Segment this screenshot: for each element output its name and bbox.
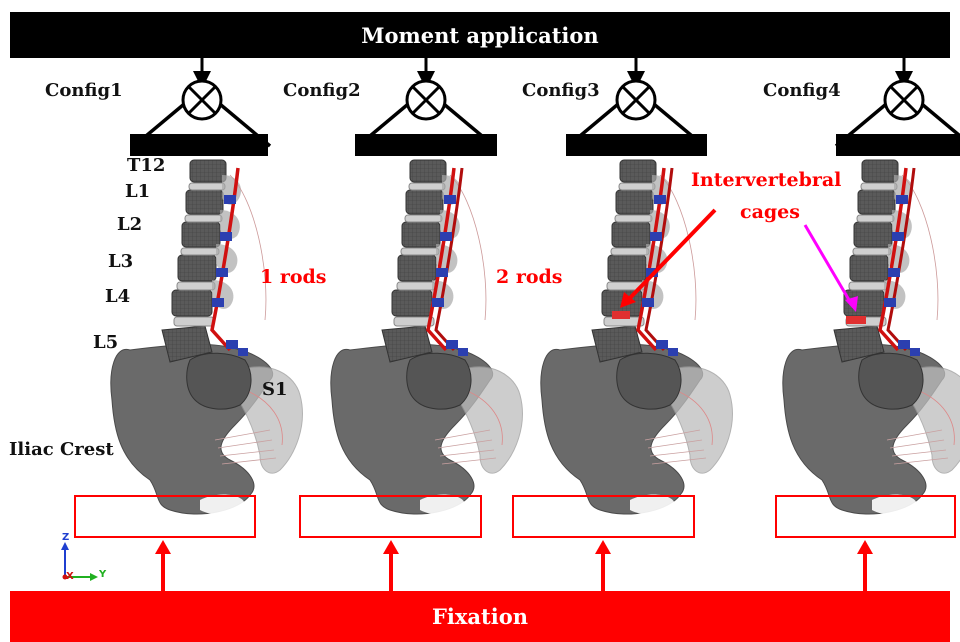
vertebra-label-l2: L2 bbox=[117, 216, 142, 234]
vertebra-label-l5: L5 bbox=[93, 334, 118, 352]
config3-model bbox=[541, 58, 733, 515]
config3-label: Config3 bbox=[522, 82, 600, 100]
rods-label-2: 2 rods bbox=[496, 268, 563, 287]
axis-x-label: X bbox=[66, 571, 74, 582]
vertebra-label-t12: T12 bbox=[127, 157, 165, 175]
config2-label: Config2 bbox=[283, 82, 361, 100]
axis-z-label: Z bbox=[62, 532, 69, 543]
cage-arrow-magenta bbox=[805, 225, 852, 305]
cage-label-line2: cages bbox=[740, 203, 800, 222]
vertebra-label-s1: S1 bbox=[262, 381, 288, 399]
iliac-crest-label: Iliac Crest bbox=[9, 441, 114, 459]
config1-label: Config1 bbox=[45, 82, 123, 100]
vertebra-label-l1: L1 bbox=[125, 183, 150, 201]
fixation-banner: Fixation bbox=[10, 591, 950, 642]
fixation-label: Fixation bbox=[432, 604, 528, 629]
config2-model bbox=[331, 58, 523, 515]
cage-label-line1: Intervertebral bbox=[691, 171, 841, 190]
cage-marker bbox=[846, 316, 866, 324]
config4-model bbox=[783, 58, 960, 515]
axis-y-label: Y bbox=[99, 569, 106, 580]
config4-label: Config4 bbox=[763, 82, 841, 100]
cage-marker bbox=[612, 311, 630, 319]
vertebra-label-l3: L3 bbox=[108, 253, 133, 271]
rods-label-1: 1 rods bbox=[260, 268, 327, 287]
vertebra-label-l4: L4 bbox=[105, 288, 130, 306]
